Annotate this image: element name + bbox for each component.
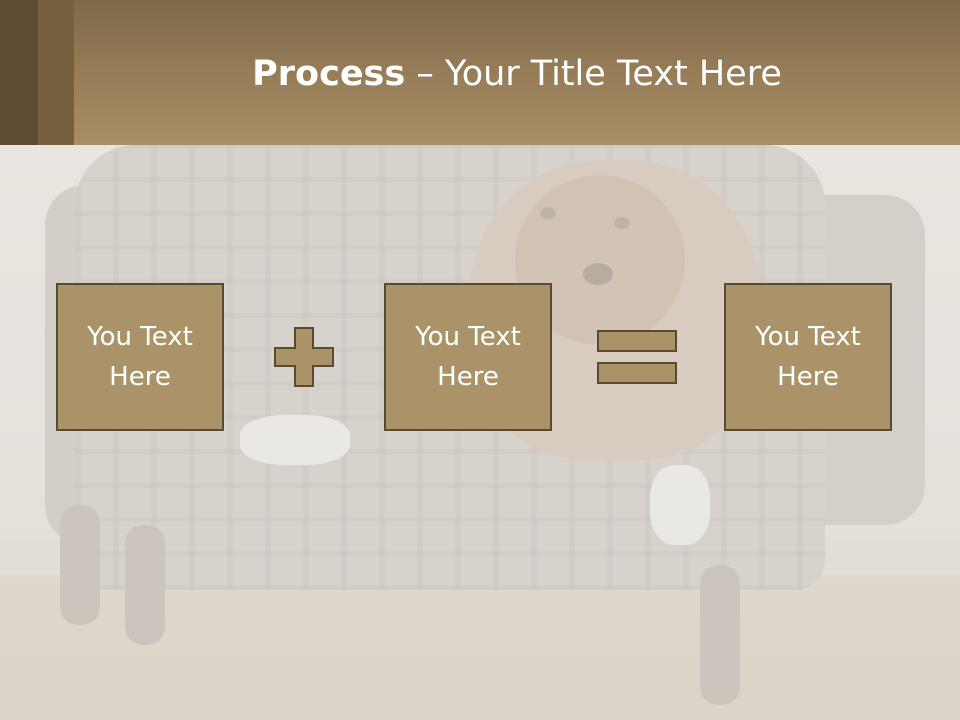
equals-icon [597,330,677,384]
title-bold: Process [252,54,406,94]
process-box-3[interactable]: You Text Here [724,283,892,431]
label-line: You Text [755,322,861,352]
process-box-label: You Text Here [393,317,543,397]
photo-overlay [0,145,960,720]
label-line: Here [109,362,171,392]
process-box-2[interactable]: You Text Here [384,283,552,431]
slide-title[interactable]: Process – Your Title Text Here [74,50,960,98]
chair-leg [60,505,100,625]
equals-bar [597,362,677,384]
label-line: You Text [87,322,193,352]
equals-bar [597,330,677,352]
process-box-label: You Text Here [65,317,215,397]
process-box-1[interactable]: You Text Here [56,283,224,431]
label-line: Here [437,362,499,392]
chair-leg [700,565,740,705]
chair-leg [125,525,165,645]
dog-eye [614,217,630,229]
title-accent-stripe [0,0,38,145]
torn-stuffing [240,415,350,465]
plus-icon [274,327,334,387]
process-box-label: You Text Here [733,317,883,397]
title-rest: – Your Title Text Here [405,54,782,94]
dog-nose [583,263,613,285]
title-band: Process – Your Title Text Here [0,0,960,145]
label-line: Here [777,362,839,392]
background-photo [0,145,960,720]
torn-stuffing [650,465,710,545]
title-accent-stripe [38,0,74,145]
label-line: You Text [415,322,521,352]
dog-eye [540,207,556,219]
